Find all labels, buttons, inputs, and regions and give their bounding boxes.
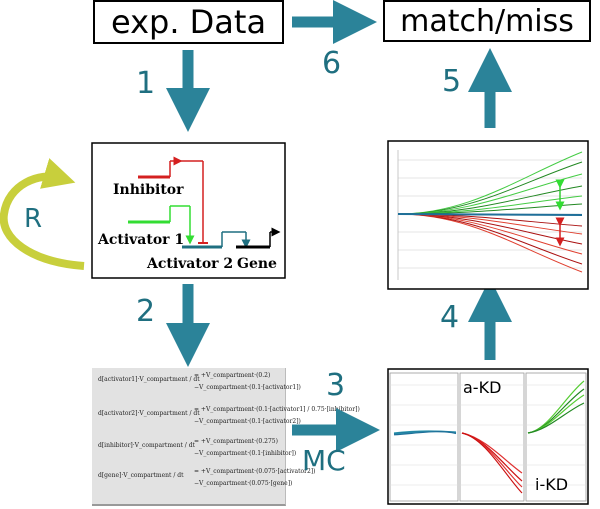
a-kd-curve [461, 432, 523, 494]
i-kd-label: i-KD [535, 475, 569, 494]
i-kd-curve [527, 402, 585, 434]
equation-lhs: d[gene]·V_compartment / dt [98, 472, 184, 479]
inhibitor-label: Inhibitor [113, 182, 184, 198]
network-box [91, 142, 286, 279]
equation-term: = +V_compartment·(0.1·[activator1] / 0.7… [194, 406, 360, 413]
equation-lhs: d[inhibitor]·V_compartment / dt [98, 442, 195, 449]
equation-term: = +V_compartment·(0.2) [194, 372, 271, 379]
step-2: 2 [136, 294, 156, 329]
step-1: 1 [136, 66, 156, 101]
r-label: R [24, 204, 43, 234]
step-3: 3 [326, 368, 346, 403]
gene-label: Gene [237, 256, 277, 272]
equation-term: = +V_compartment·(0.275) [194, 438, 278, 445]
activator1-label: Activator 1 [98, 232, 185, 248]
equation-term: −V_compartment·(0.075·[gene]) [194, 480, 293, 487]
network-diagram [128, 156, 281, 249]
equation-term: −V_compartment·(0.1·[activator1]) [194, 384, 301, 391]
match-miss-box: match/miss [383, 0, 591, 42]
flow-arrows [166, 0, 512, 452]
equation-lhs: d[activator2]·V_compartment / dt [98, 410, 200, 417]
panel-frame [459, 372, 525, 502]
equation-term: = +V_compartment·(0.075·[activator2]) [194, 468, 316, 475]
baseline-curve [397, 213, 583, 216]
step-6: 6 [322, 46, 342, 81]
wildtype-curve [393, 431, 457, 436]
panel-frame [525, 372, 587, 502]
equation-term: −V_compartment·(0.1·[inhibitor]) [194, 450, 297, 457]
exp-data-box: exp. Data [93, 0, 284, 44]
equations-panel: d[activator1]·V_compartment / dt= +V_com… [92, 368, 360, 506]
exp-data-label: exp. Data [110, 3, 267, 41]
step-5: 5 [442, 64, 462, 99]
a-kd-label: a-KD [463, 378, 502, 397]
loop-arrow [0, 158, 85, 270]
activator2-label: Activator 2 [147, 256, 234, 272]
panel-frame [389, 372, 459, 502]
prediction-plot [397, 150, 583, 280]
step-4: 4 [440, 300, 460, 335]
mc-label: MC [302, 444, 346, 477]
match-miss-label: match/miss [400, 3, 574, 39]
equation-term: −V_compartment·(0.1·[activator2]) [194, 418, 301, 425]
equation-lhs: d[activator1]·V_compartment / dt [98, 376, 200, 383]
